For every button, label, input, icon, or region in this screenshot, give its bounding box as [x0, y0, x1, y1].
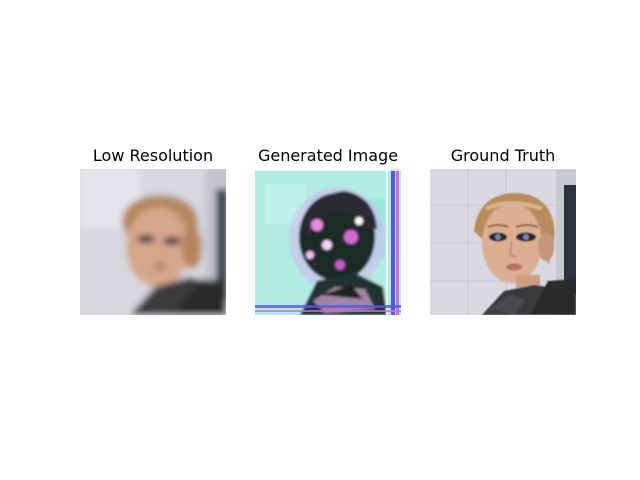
panel-ground-truth: Ground Truth: [430, 144, 576, 315]
panel-title: Generated Image: [257, 146, 399, 165]
panel-title: Ground Truth: [450, 146, 556, 165]
generated-image: [255, 169, 401, 315]
low-resolution-image: [80, 169, 226, 315]
panel-title: Low Resolution: [92, 146, 214, 165]
panel-generated-image: Generated Image: [255, 144, 401, 315]
panel-low-resolution: Low Resolution: [80, 144, 226, 315]
ground-truth-image: [430, 169, 576, 315]
